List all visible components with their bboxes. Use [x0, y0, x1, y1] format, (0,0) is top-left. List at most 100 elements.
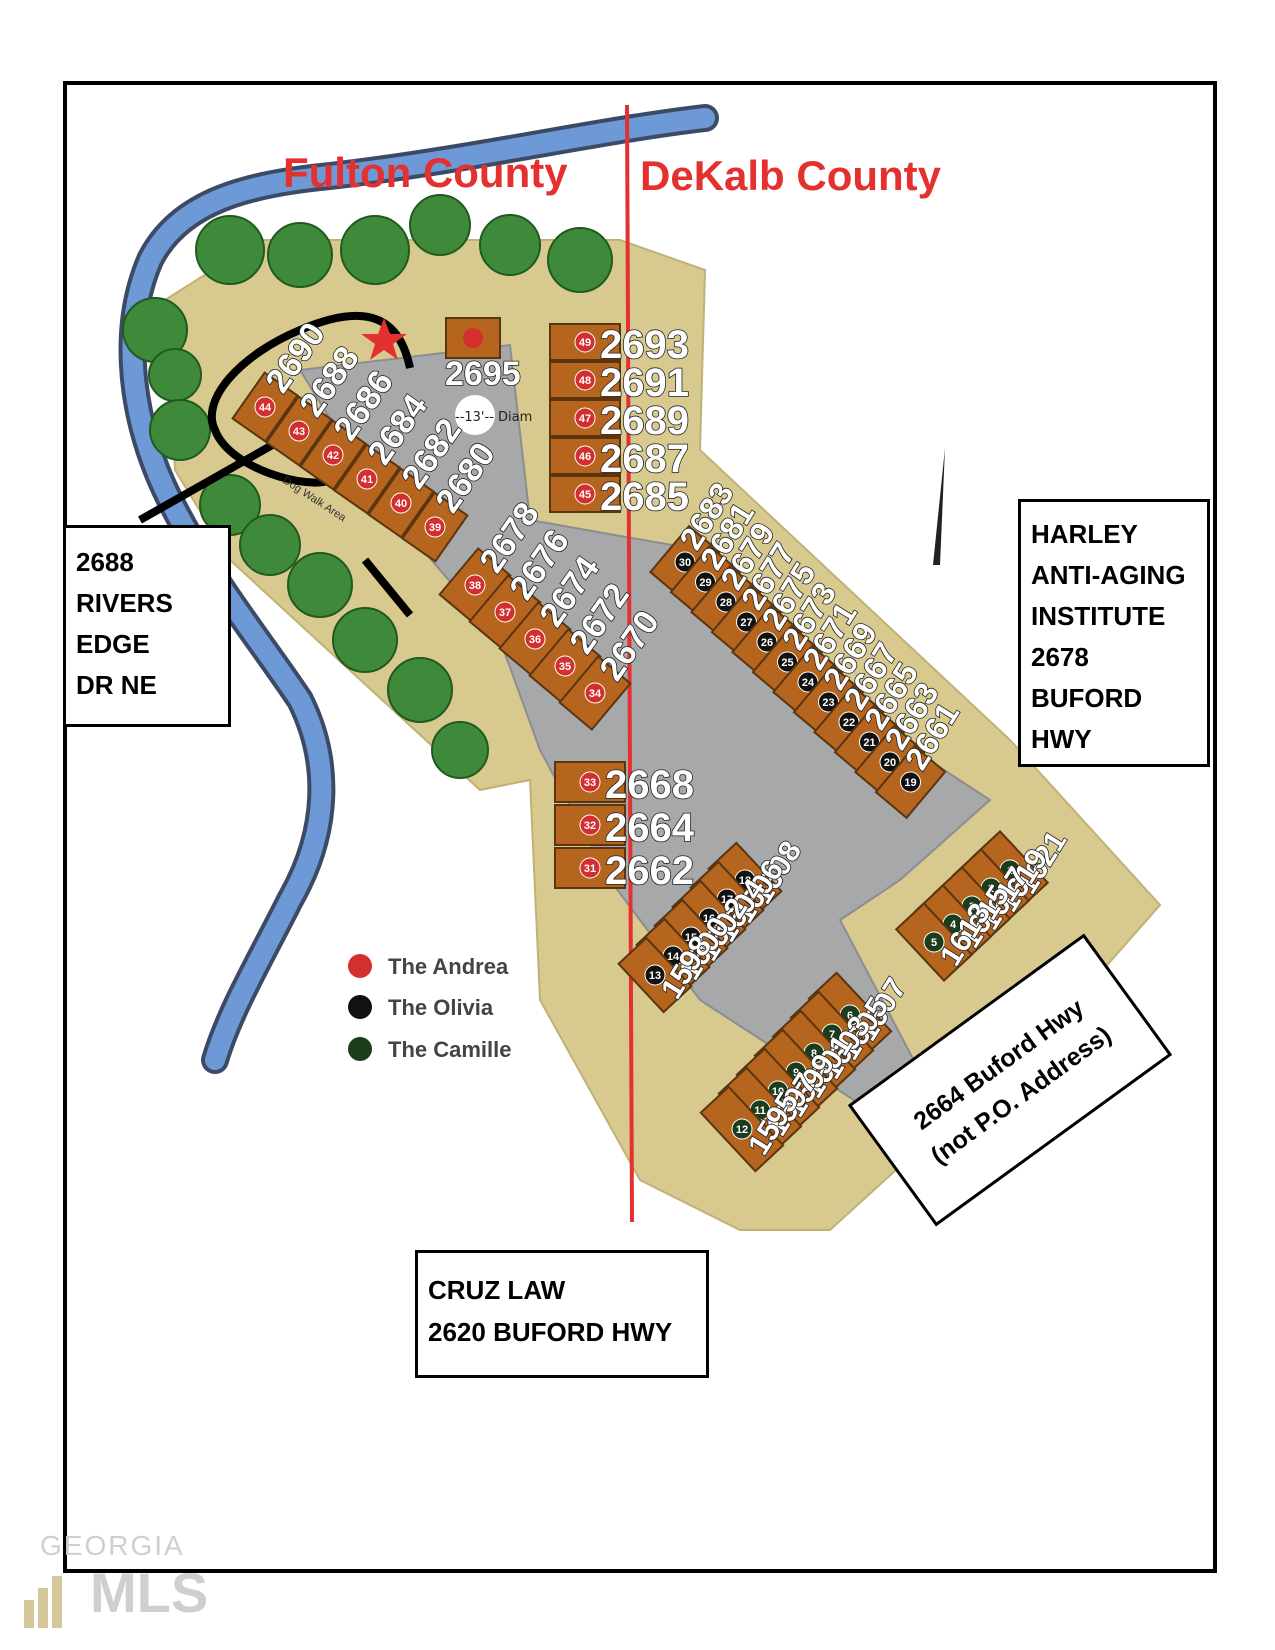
unit-number: 4: [950, 919, 957, 931]
unit-number: 48: [579, 375, 591, 387]
fulton-county-label: Fulton County: [283, 149, 568, 196]
unit: 43: [265, 395, 333, 467]
unit: 19: [874, 744, 947, 820]
georgia-mls-logo: GEORGIA MLS: [20, 1530, 220, 1640]
target-line-1: 2688: [76, 547, 134, 577]
tree-line: [122, 194, 613, 779]
target-line-4: DR NE: [76, 670, 157, 700]
unit: 31: [554, 847, 626, 889]
unit-number: 23: [822, 697, 834, 709]
unit: 38: [438, 547, 512, 623]
unit-number: 35: [559, 661, 571, 673]
unit-number: 7: [829, 1029, 835, 1041]
address-label: 2689: [600, 399, 689, 443]
diam-label: --13'-- Diam: [455, 410, 532, 425]
unit: 1: [970, 830, 1050, 910]
unit-number: 8: [811, 1048, 817, 1060]
unit: 47: [549, 399, 621, 437]
route-marker: [207, 311, 414, 487]
target-line-3: EDGE: [76, 629, 150, 659]
unit-number: 34: [589, 688, 602, 700]
legend-andrea-icon: [348, 954, 372, 978]
unit-number: 49: [579, 337, 591, 349]
legend-olivia-icon: [348, 995, 372, 1019]
unit-number: 18: [739, 875, 751, 887]
address-label: 2685: [600, 475, 689, 519]
unit-dot: [356, 468, 378, 490]
legend-camille: The Camille: [388, 1037, 511, 1062]
unit-number: 11: [754, 1105, 766, 1117]
star-icon: [361, 318, 407, 360]
unit-number: 36: [529, 634, 541, 646]
unit-number: 9: [793, 1067, 799, 1079]
unit: 33: [554, 761, 626, 803]
address-label: 2695: [445, 355, 521, 393]
unit-number: 29: [699, 577, 711, 589]
county-line: [625, 104, 634, 1223]
pointer-arrow: [138, 431, 292, 524]
unit: 13: [617, 936, 693, 1014]
unit-dot: [288, 420, 310, 442]
unit-number: 22: [843, 717, 855, 729]
unit-number: 16: [703, 913, 715, 925]
unit-number: 14: [667, 951, 680, 963]
unit-number: 2: [988, 883, 994, 895]
target-line-2: RIVERS: [76, 588, 173, 618]
legend-andrea: The Andrea: [388, 954, 509, 979]
harley-line-2: ANTI-AGING: [1031, 560, 1186, 590]
unit-dot: [574, 483, 596, 505]
unit: 32: [554, 804, 626, 846]
unit-number: 12: [736, 1124, 748, 1136]
unit: 42: [299, 419, 367, 491]
harley-line-4: 2678: [1031, 642, 1089, 672]
unit: 20: [853, 724, 927, 800]
mls-bars-icon: [24, 1576, 62, 1628]
unit-dot: [554, 655, 576, 677]
legend-olivia: The Olivia: [388, 995, 494, 1020]
unit: 24: [771, 644, 845, 720]
unit-dot: [584, 682, 606, 704]
unit: 28: [689, 564, 763, 640]
unit-number: 42: [327, 450, 339, 462]
unit-dot: [390, 492, 412, 514]
unit-dot: [574, 331, 596, 353]
unit: 5: [894, 902, 974, 982]
logo-top-text: GEORGIA: [40, 1530, 185, 1561]
legend-camille-icon: [348, 1037, 372, 1061]
unit-number: 28: [720, 597, 732, 609]
cruz-line-2: 2620 BUFORD HWY: [428, 1317, 673, 1347]
unit-number: 44: [259, 402, 272, 414]
unit: 12: [699, 1085, 785, 1173]
unit-number: 27: [740, 617, 752, 629]
unit-number: 37: [499, 607, 511, 619]
address-label: 2693: [600, 323, 689, 367]
address-label: 2662: [605, 849, 694, 893]
cruz-law-box: CRUZ LAW 2620 BUFORD HWY: [415, 1250, 709, 1378]
unit-number: 32: [584, 820, 596, 832]
address-label: 2691: [600, 361, 689, 405]
parking-lot: [298, 343, 992, 1132]
unit-dot: [494, 601, 516, 623]
unit-number: 17: [721, 894, 733, 906]
address-label: 2687: [600, 437, 689, 481]
unit-number: 45: [579, 489, 591, 501]
unit: 4: [913, 884, 993, 964]
harley-line-3: INSTITUTE: [1031, 601, 1166, 631]
unit-number: 40: [395, 498, 407, 510]
legend: The Andrea The Olivia The Camille: [348, 954, 511, 1062]
unit: 25: [751, 624, 824, 700]
unit-dot: [524, 628, 546, 650]
unit-number: 47: [579, 413, 591, 425]
unit-number: 3: [969, 901, 975, 913]
building-layer: 4948474645444342414039383736353433323130…: [231, 317, 1050, 1173]
address-label: 2668: [605, 763, 694, 807]
unit-number: 31: [584, 863, 596, 875]
unit-number: 26: [761, 637, 773, 649]
unit: 41: [333, 443, 401, 515]
harley-line-6: HWY: [1031, 724, 1092, 754]
unit-number: 10: [772, 1086, 784, 1098]
unit: 34: [558, 655, 632, 731]
unit-dot: [574, 369, 596, 391]
unit-number: 6: [847, 1010, 853, 1022]
unit: 40: [367, 467, 435, 539]
